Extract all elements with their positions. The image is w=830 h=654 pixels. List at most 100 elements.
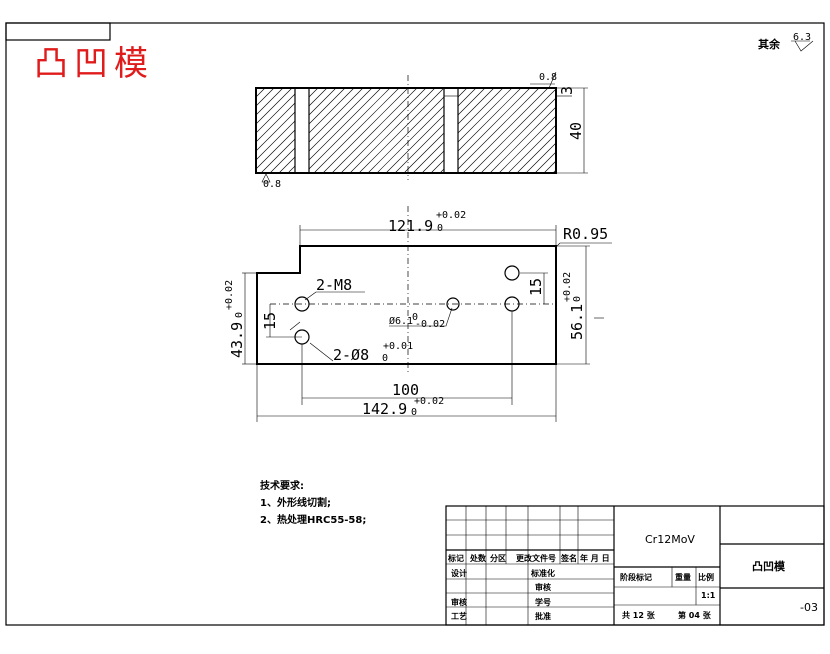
dim-3: 3 (558, 86, 576, 95)
notes-title: 技术要求: (260, 479, 304, 492)
hatch-line (457, 87, 531, 161)
hatch-line (255, 102, 296, 143)
tb-h4: 签名 (560, 553, 577, 563)
hatch-line (255, 111, 296, 152)
dim-bottom: 142.9 (362, 400, 407, 418)
roughness-bottom: 0.8 (263, 179, 281, 190)
title-block: Cr12MoV 凸凹模 -03 标记 处数 分区 更改文件号 签名 年 月 日 … (445, 505, 825, 626)
dim-top-upper: +0.02 (436, 210, 466, 221)
top-left-tab (5, 22, 111, 41)
roughness-prefix: 其余 (758, 37, 781, 51)
side-outline (255, 87, 557, 174)
hatch-line (534, 151, 557, 174)
hatch-line (457, 87, 540, 170)
hatch-line (287, 165, 296, 174)
dim-bottom-lower: 0 (411, 407, 417, 418)
hatch-line (255, 129, 296, 170)
slot-right (443, 87, 459, 174)
tb-scale: 1:1 (701, 591, 716, 600)
hatch-line (269, 147, 296, 174)
hatch-line (394, 123, 445, 174)
hatch-line (255, 93, 296, 134)
hole-lower: 0 (382, 353, 388, 364)
hatch-line (260, 138, 296, 174)
center-hole-dim: Ø6.1 (389, 315, 413, 327)
hatch-line (308, 87, 319, 98)
dim-left-upper: +0.02 (224, 280, 235, 310)
hatch-line (376, 105, 445, 174)
hatch-line (403, 132, 445, 174)
tb-sheet-total: 共 12 张 (622, 610, 656, 620)
tb-studentno: 学号 (535, 597, 551, 607)
hatch-line (462, 87, 549, 174)
hatch-line (308, 87, 346, 125)
center-hole-lower: -0.02 (415, 319, 445, 330)
tb-drawing-no: -03 (800, 601, 818, 614)
hatch-line (412, 141, 445, 174)
hatch-line (457, 87, 513, 143)
hatch-line (439, 168, 445, 174)
tb-h0: 标记 (447, 553, 464, 563)
tb-h2: 分区 (490, 553, 506, 563)
hatch-line (308, 87, 382, 161)
hatch-line (340, 87, 427, 174)
hatch-line (457, 87, 504, 134)
tb-h1: 处数 (469, 553, 487, 563)
corner-radius: R0.95 (563, 225, 608, 243)
slot-left (294, 87, 310, 174)
hatch-line (255, 87, 284, 116)
hole-label: 2-Ø8 (333, 346, 369, 364)
dim-right-height: 56.1 (568, 304, 586, 340)
tb-h5: 年 月 日 (580, 553, 610, 563)
plan-view: 121.9 0 +0.02 R0.95 2-M8 2-Ø8 0 +0.01 Ø6… (224, 206, 612, 422)
dim-right-lower: 0 (572, 296, 583, 302)
note-1: 1、外形线切割; (260, 496, 331, 509)
tb-design: 设计 (451, 568, 467, 578)
hatch-line (457, 87, 468, 98)
roughness-value: 6.3 (793, 32, 811, 43)
hatch-line (457, 87, 522, 152)
hatch-line (552, 169, 557, 174)
hatch-line (457, 87, 495, 125)
drawing-border (5, 22, 825, 626)
center-hole-upper: 0 (412, 312, 418, 323)
title-cn: 凸凹模 (34, 44, 154, 84)
hatch-side (255, 87, 557, 174)
hatch-line (331, 87, 418, 174)
tb-weight: 重量 (675, 572, 691, 582)
dim-right-15: 15 (527, 278, 545, 296)
roughness-top: 0.8 (539, 72, 557, 83)
tb-part-name: 凸凹模 (752, 559, 786, 573)
hatch-line (349, 87, 436, 174)
dim-right-upper: +0.02 (562, 272, 573, 302)
dim-left-15: 15 (261, 312, 279, 330)
hatch-line (430, 159, 445, 174)
hatch-line (525, 142, 557, 174)
hatch-line (457, 87, 486, 116)
dim-100: 100 (392, 381, 419, 399)
hatch-line (308, 87, 391, 170)
tb-scale-label: 比例 (698, 572, 714, 582)
hatch-line (308, 87, 355, 134)
hatch-line (516, 133, 557, 174)
tb-approve: 批准 (535, 611, 551, 621)
hatch-line (322, 87, 409, 174)
tb-h3: 更改文件号 (516, 553, 556, 563)
dim-top-lower: 0 (437, 223, 443, 234)
hatch-line (543, 160, 557, 174)
tb-review: 审核 (451, 597, 467, 607)
hatch-line (480, 97, 557, 174)
hatch-line (308, 87, 364, 143)
hatch-line (308, 87, 328, 107)
thread-label: 2-M8 (316, 276, 352, 294)
hatch-line (278, 156, 296, 174)
hatch-line (255, 87, 293, 125)
thread-hole-right (504, 265, 520, 281)
hatch-line (255, 87, 275, 107)
hatch-line (367, 96, 445, 174)
hatch-line (358, 87, 445, 174)
tb-std: 标准化 (530, 568, 555, 578)
hatch-line (255, 120, 296, 161)
note-2: 2、热处理HRC55-58; (260, 513, 366, 526)
